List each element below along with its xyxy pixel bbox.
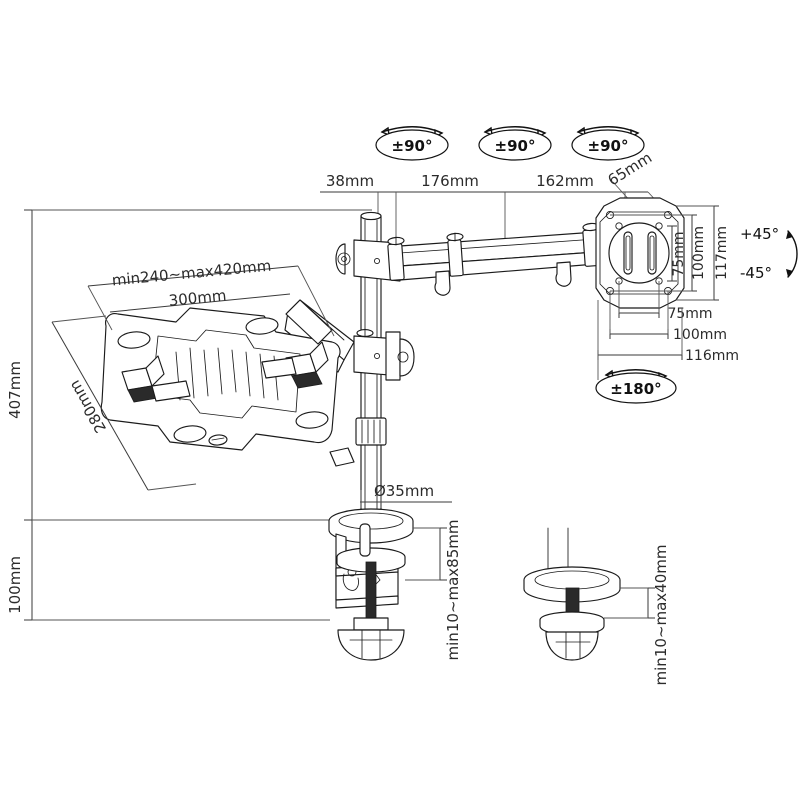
pole-diameter-dimension: Ø35mm [360,482,452,508]
rotation-badge-joint-1: ±90° [375,126,449,161]
tray-dim-width: 300mm [168,286,227,309]
desk-clamp [328,508,414,661]
grommet-mount [523,527,621,661]
tray-mount-screw [208,434,228,446]
vesa-dim-h-75: 75mm [667,306,712,322]
tilt-down-label: -45° [740,264,772,282]
column-dim-100mm: 100mm [6,556,24,614]
rotation-badge-label: ±90° [588,137,629,155]
tilt-up-label: +45° [740,225,779,243]
rotation-badge-label: ±90° [495,137,536,155]
vesa-dim-h-116: 116mm [685,348,739,364]
arm-joint-collar-1 [387,236,405,281]
vesa-rotation-label: ±180° [610,380,661,398]
rotation-badge-joint-2: ±90° [478,126,552,161]
vesa-tilt-annotation: +45° -45° [740,225,798,282]
tray-vent-slots [175,347,279,401]
vesa-dim-v-100: 100mm [691,226,707,280]
monitor-arm-assembly [335,222,600,296]
column-height-dimensions: 407mm 100mm [6,209,372,621]
arm-dim-162mm: 162mm [536,172,594,190]
vesa-horizontal-dimensions: 75mm 100mm 116mm [597,281,739,380]
grommet-dim-label: min10~max40mm [652,545,670,686]
vesa-dim-h-100: 100mm [673,327,727,343]
arm-dim-176mm: 176mm [421,172,479,190]
tray-gripper-left [121,355,191,403]
tray-gripper-right [261,341,329,389]
arm-dim-38mm: 38mm [326,172,374,190]
vesa-dim-v-75: 75mm [671,231,687,276]
rotation-badge-joint-3: ±90° [571,126,645,161]
pole-dim-diameter: Ø35mm [374,482,434,500]
clamp-thickness-dimension: min10~max85mm [405,520,462,661]
vesa-dim-v-117: 117mm [714,226,730,280]
vesa-vertical-dimensions: 75mm 100mm 117mm [610,205,730,301]
laptop-tray [100,299,355,467]
column-dim-407mm: 407mm [6,361,24,419]
grommet-thickness-dimension: min10~max40mm [604,545,670,686]
clamp-dim-label: min10~max85mm [444,520,462,661]
pole-adjust-knob [355,417,387,446]
arm-joint-collar-2 [446,232,464,277]
vesa-rotation-badge: ±180° [595,369,677,404]
rotation-badge-label: ±90° [392,137,433,155]
